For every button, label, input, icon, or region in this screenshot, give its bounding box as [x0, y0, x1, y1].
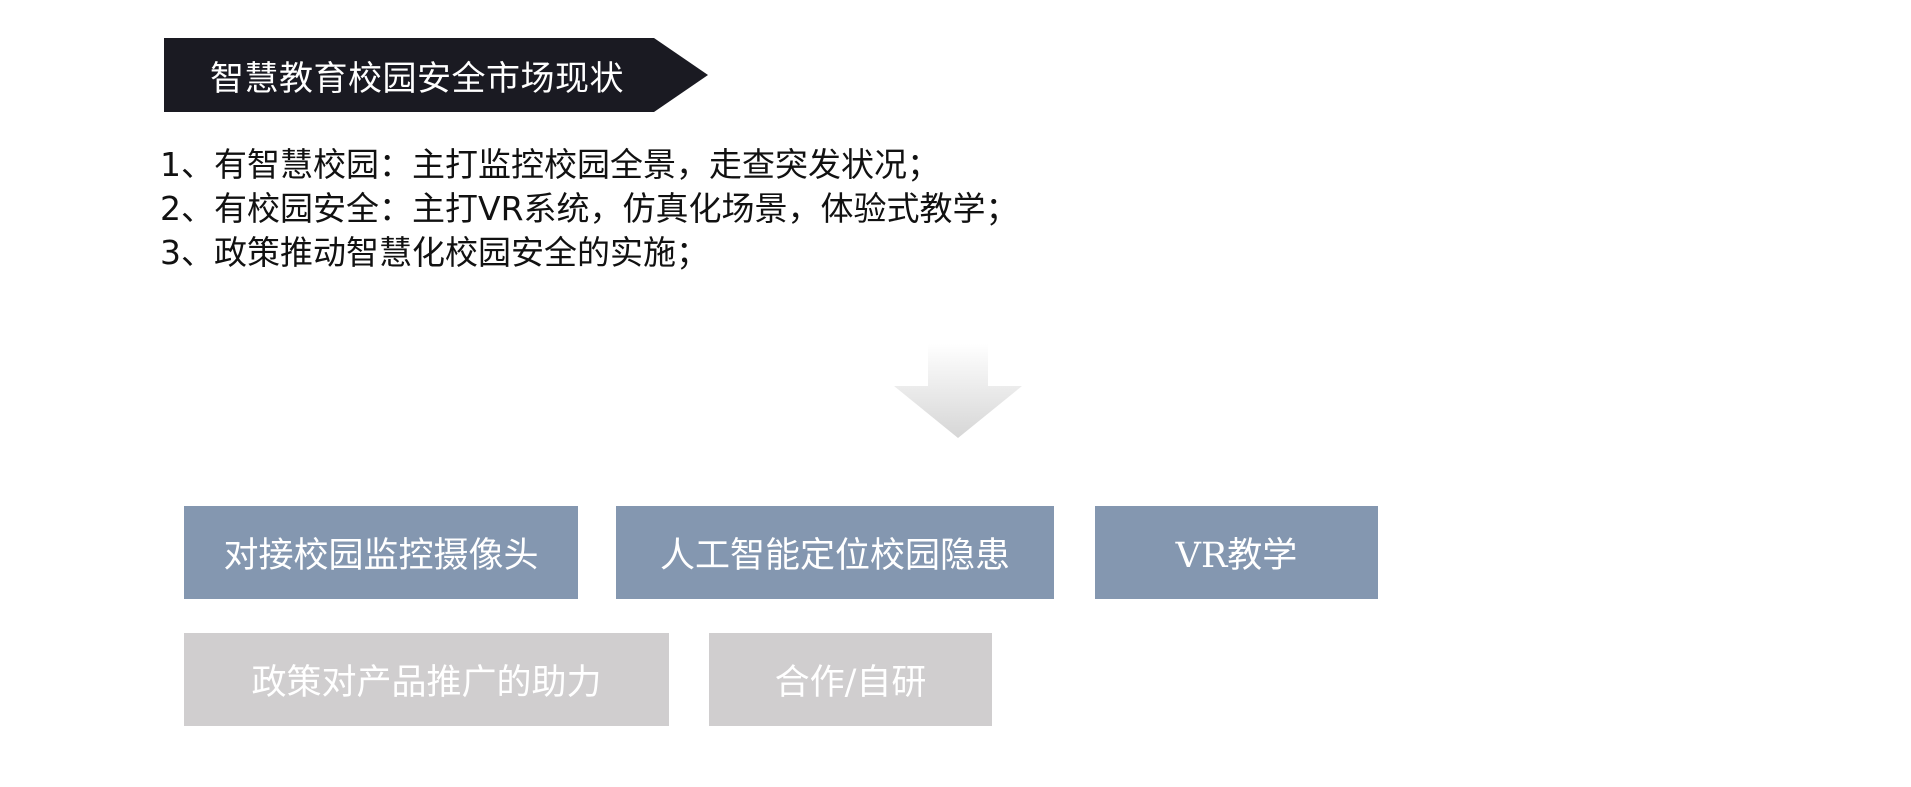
- page-title: 智慧教育校园安全市场现状: [210, 58, 624, 99]
- status-point-2: 2、有校园安全：主打VR系统，仿真化场景，体验式教学；: [160, 189, 1019, 228]
- title-banner: 智慧教育校园安全市场现状: [164, 38, 708, 112]
- feature-label-vr-teaching: VR教学: [1175, 536, 1298, 576]
- feature-box-ai-hazard: 人工智能定位校园隐患: [616, 506, 1054, 599]
- feature-label-camera: 对接校园监控摄像头: [223, 536, 539, 576]
- support-label-policy: 政策对产品推广的助力: [251, 663, 602, 703]
- status-point-1: 1、有智慧校园：主打监控校园全景，走查突发状况；: [160, 145, 940, 184]
- support-label-cooperation: 合作/自研: [774, 663, 927, 703]
- feature-box-camera: 对接校园监控摄像头: [184, 506, 578, 599]
- status-list: 1、有智慧校园：主打监控校园全景，走查突发状况； 2、有校园安全：主打VR系统，…: [160, 143, 1019, 275]
- down-arrow-icon: [894, 344, 1022, 438]
- support-box-policy: 政策对产品推广的助力: [184, 633, 669, 726]
- feature-box-vr-teaching: VR教学: [1095, 506, 1378, 599]
- feature-label-ai-hazard: 人工智能定位校园隐患: [659, 536, 1010, 576]
- status-point-3: 3、政策推动智慧化校园安全的实施；: [160, 233, 709, 272]
- support-box-cooperation: 合作/自研: [709, 633, 992, 726]
